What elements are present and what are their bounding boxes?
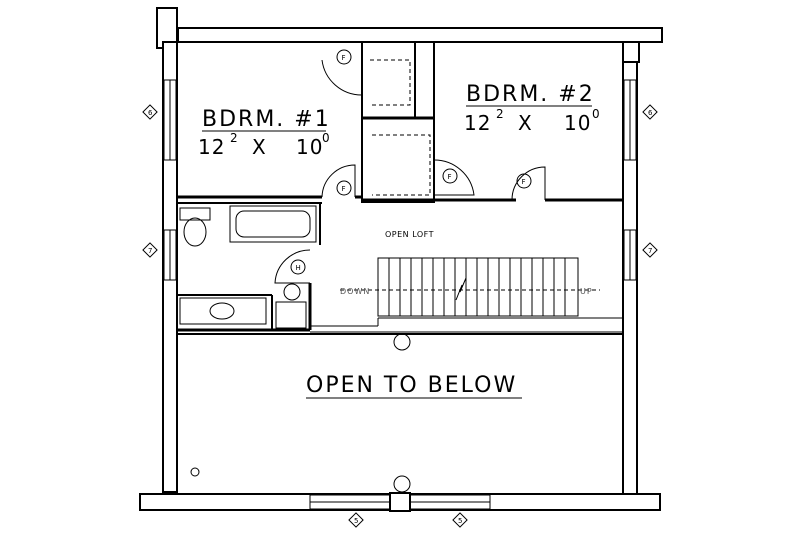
bedroom2-dim-h: 10 (564, 111, 591, 135)
bedroom2-dim-x: X (518, 111, 533, 135)
grid-markers: 6 6 7 7 5 5 (142, 104, 658, 528)
room-labels: BDRM. #1 12 2 X 10 0 BDRM. #2 12 2 X 10 … (198, 82, 600, 399)
bedroom2-dim-w-sup: 2 (496, 107, 504, 121)
stair-down-label: DOWN (340, 287, 370, 296)
stair: DOWN UP (340, 257, 600, 317)
bedroom1-dim-w: 12 (198, 135, 225, 159)
water-heater-marker: H (296, 264, 301, 272)
bedroom1-dim-x: X (252, 135, 267, 159)
grid-marker-right-upper: 6 (648, 109, 653, 117)
grid-marker-left-mid: 7 (148, 247, 152, 255)
furnace-marker-1: F (342, 54, 346, 62)
grid-marker-left-upper: 6 (148, 109, 153, 117)
open-loft-label: OPEN LOFT (385, 230, 434, 239)
bedroom1-dim-h: 10 (296, 135, 323, 159)
fixture-circles: F F F F H (190, 49, 532, 493)
stair-up-label: UP (580, 287, 593, 296)
bedroom1-dim-h-sup: 0 (322, 131, 330, 145)
bedroom2-dim-h-sup: 0 (592, 107, 600, 121)
bedroom1-name: BDRM. #1 (202, 107, 331, 132)
furnace-marker-4: F (522, 178, 526, 186)
bedroom2-dim-w: 12 (464, 111, 491, 135)
grid-marker-right-mid: 7 (648, 247, 652, 255)
door-swings (274, 59, 546, 284)
grid-marker-bottom-left: 5 (354, 517, 358, 525)
furnace-marker-3: F (448, 173, 452, 181)
furnace-marker-2: F (342, 185, 346, 193)
bath-fixtures (179, 205, 317, 329)
windows (163, 79, 637, 512)
open-to-below-label: OPEN TO BELOW (306, 373, 517, 398)
bedroom2-name: BDRM. #2 (466, 82, 595, 107)
grid-marker-bottom-right: 5 (458, 517, 462, 525)
bedroom1-dim-w-sup: 2 (230, 131, 238, 145)
